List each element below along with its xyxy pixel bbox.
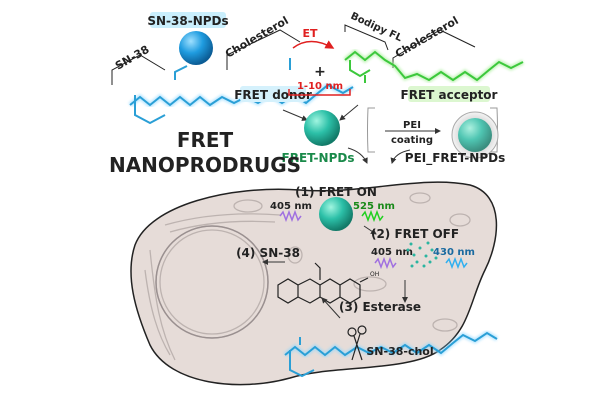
sn38-chol-prodrug-molecule	[283, 330, 499, 378]
fret-acceptor-highlight	[408, 86, 490, 102]
dissociated-prodrug-dots	[406, 241, 438, 268]
fret-npd-sphere	[304, 110, 340, 146]
emission1-label: 525 nm	[353, 201, 395, 212]
sn38-npd-sphere	[179, 31, 213, 65]
sn38-molecule	[277, 262, 369, 304]
distance-label: 1-10 nm	[297, 81, 343, 92]
et-label: ET	[302, 27, 318, 40]
sn38-label: SN-38	[113, 43, 152, 73]
step2-label: (2) FRET OFF	[371, 227, 459, 241]
sn38-npds-highlight	[150, 12, 226, 28]
cell-body	[130, 181, 498, 386]
emission2-label: 430 nm	[433, 247, 475, 258]
sn38-npds-label: SN-38-NPDs	[147, 14, 228, 28]
fret-acceptor-molecule	[343, 48, 525, 84]
scissors-icon	[347, 325, 367, 361]
sn38-chol-label: SN-38-chol	[366, 345, 433, 358]
pei-fret-npds-label: PEI_FRET-NPDs	[405, 151, 505, 166]
npd-to-cell-arrow	[347, 147, 368, 164]
donor-to-npd-arrow	[282, 109, 308, 121]
step1-label: (1) FRET ON	[295, 185, 377, 199]
cholesterol-bracket	[226, 29, 301, 70]
fret-on-sphere	[319, 197, 353, 231]
violet-wave-icon	[374, 256, 397, 270]
cholesterol-donor-label: Cholesterol	[223, 14, 291, 61]
oh-label: OH	[370, 271, 379, 278]
esterase-to-sn38-arrow	[321, 297, 341, 319]
bodipy-label: Bodipy FL	[349, 11, 404, 45]
nucleus	[155, 225, 269, 339]
fret-donor-label: FRET donor	[234, 88, 312, 102]
pei-npd-to-cell-arrow	[390, 149, 411, 164]
pei-label: PEI	[403, 120, 421, 131]
energy-transfer-arrow	[292, 40, 335, 49]
green-wave-icon	[361, 209, 384, 223]
step4-label: (4) SN-38	[236, 246, 300, 260]
fret-acceptor-label: FRET acceptor	[401, 88, 498, 102]
plus-sign: +	[314, 64, 326, 80]
sn38-bracket	[111, 54, 166, 85]
title-line-1: FRET	[177, 128, 234, 152]
fret-npds-label: FRET-NPDs	[282, 151, 355, 165]
coating-label: coating	[391, 135, 433, 146]
title-line-2: NANOPRODRUGS	[109, 153, 301, 177]
fret-off-arrow	[363, 225, 377, 235]
violet-wave-icon	[279, 209, 302, 223]
distance-bracket	[288, 89, 351, 96]
step3-label: (3) Esterase	[339, 300, 421, 314]
pei-fret-npd-sphere	[458, 118, 492, 152]
bodipy-bracket	[344, 24, 389, 51]
fret-donor-molecule	[128, 58, 355, 125]
excitation1-label: 405 nm	[270, 201, 312, 212]
blue-wave-icon	[445, 256, 468, 270]
excitation2-label: 405 nm	[371, 247, 413, 258]
acceptor-to-npd-arrow	[339, 104, 359, 121]
